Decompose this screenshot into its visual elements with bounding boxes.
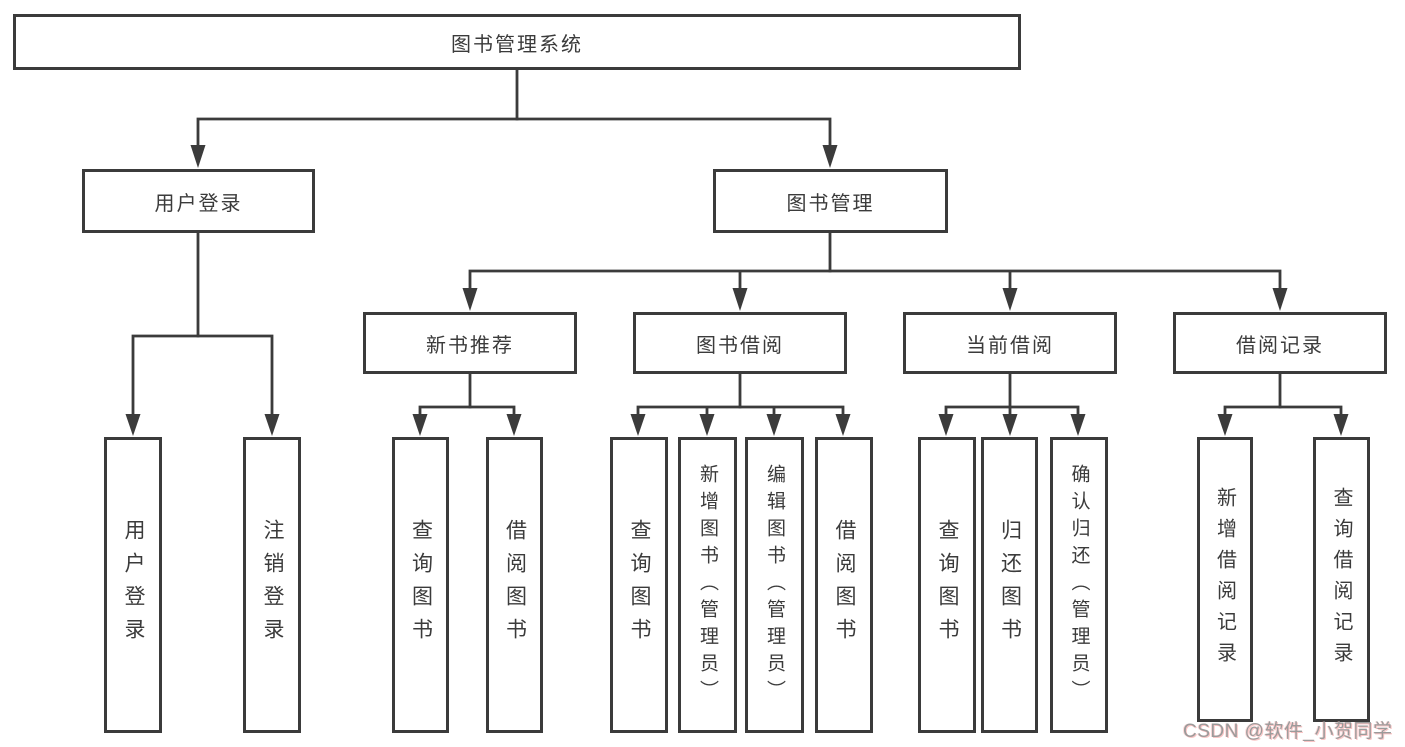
leaf-bb-add-books-admin: 新增图书（管理员） (678, 437, 737, 733)
leaf-bb-edit-books-admin-label: 编辑图书（管理员） (764, 463, 785, 707)
leaf-cb-query-books: 查询图书 (918, 437, 976, 733)
leaf-bb-add-books-admin-label: 新增图书（管理员） (697, 463, 718, 707)
node-current-borrow: 当前借阅 (903, 312, 1117, 374)
node-user-login-label: 用户登录 (154, 192, 243, 215)
leaf-nb-borrow-books: 借阅图书 (486, 437, 543, 733)
leaf-br-add-borrow-record-label: 新增借阅记录 (1213, 486, 1236, 673)
connector-current-borrow-branch (938, 373, 1086, 436)
connector-root-to-level2 (190, 69, 838, 168)
leaf-cb-return-books: 归还图书 (981, 437, 1038, 733)
node-book-management: 图书管理 (713, 169, 948, 233)
node-book-borrow: 图书借阅 (633, 312, 847, 374)
leaf-cb-return-books-label: 归还图书 (998, 519, 1022, 651)
connector-user-login-branch (125, 232, 280, 436)
leaf-user-login-label: 用户登录 (122, 519, 145, 651)
leaf-logout-label: 注销登录 (261, 519, 284, 651)
leaf-bb-borrow-books-label: 借阅图书 (833, 519, 856, 651)
node-library-system-label: 图书管理系统 (451, 33, 583, 56)
leaf-user-login: 用户登录 (104, 437, 162, 733)
leaf-bb-query-books-label: 查询图书 (628, 519, 651, 651)
connector-new-book-branch (412, 373, 522, 436)
node-library-system: 图书管理系统 (13, 14, 1021, 70)
node-new-book-recommend-label: 新书推荐 (426, 334, 514, 357)
connector-borrow-record-branch (1217, 373, 1349, 436)
csdn-watermark: CSDN @软件_小贺同学 (1183, 721, 1393, 742)
leaf-bb-borrow-books: 借阅图书 (815, 437, 873, 733)
leaf-nb-query-books-label: 查询图书 (409, 519, 433, 651)
leaf-br-query-borrow-record: 查询借阅记录 (1313, 437, 1370, 722)
leaf-logout: 注销登录 (243, 437, 301, 733)
leaf-bb-edit-books-admin: 编辑图书（管理员） (745, 437, 804, 733)
leaf-cb-query-books-label: 查询图书 (936, 519, 959, 651)
leaf-bb-query-books: 查询图书 (610, 437, 668, 733)
leaf-cb-confirm-return-admin: 确认归还（管理员） (1050, 437, 1108, 733)
leaf-nb-query-books: 查询图书 (392, 437, 449, 733)
leaf-cb-confirm-return-admin-label: 确认归还（管理员） (1068, 463, 1090, 707)
node-book-borrow-label: 图书借阅 (696, 334, 784, 357)
node-current-borrow-label: 当前借阅 (966, 334, 1054, 357)
node-borrow-records: 借阅记录 (1173, 312, 1387, 374)
node-user-login: 用户登录 (82, 169, 315, 233)
leaf-br-add-borrow-record: 新增借阅记录 (1197, 437, 1253, 722)
connector-book-borrow-branch (630, 373, 851, 436)
leaf-nb-borrow-books-label: 借阅图书 (503, 519, 527, 651)
leaf-br-query-borrow-record-label: 查询借阅记录 (1330, 486, 1352, 673)
node-borrow-records-label: 借阅记录 (1236, 334, 1324, 357)
node-book-management-label: 图书管理 (786, 192, 875, 215)
connector-book-mgmt-branch (462, 232, 1288, 311)
node-new-book-recommend: 新书推荐 (363, 312, 577, 374)
